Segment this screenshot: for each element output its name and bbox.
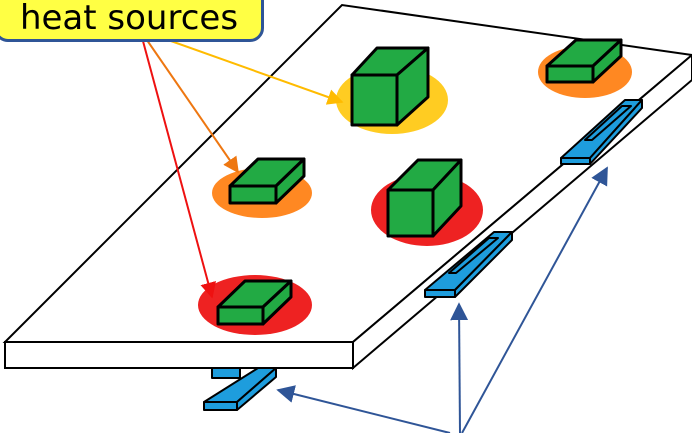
heat-sources-callout: heat sources xyxy=(0,0,264,42)
orange-heat-source-left xyxy=(228,157,306,205)
red-heat-source-front xyxy=(216,279,293,326)
blue-arrow-to-right-sensor xyxy=(461,166,608,433)
orange-arrow xyxy=(139,29,239,174)
yellow-heat-source xyxy=(350,46,430,127)
blue-sensor-bottom xyxy=(203,367,277,411)
blue-arrow-to-bottom-sensor xyxy=(276,385,451,433)
red-heat-source-center xyxy=(386,158,463,238)
callout-label: heat sources xyxy=(19,0,239,38)
blue-arrow-to-middle-sensor xyxy=(450,302,469,433)
blue-sensor-right xyxy=(560,99,643,165)
red-arrow xyxy=(139,29,216,299)
blue-sensor-middle xyxy=(424,231,513,298)
orange-heat-source-upper-right xyxy=(545,38,623,84)
yellow-arrow xyxy=(139,29,344,105)
board-front-face xyxy=(4,341,354,369)
